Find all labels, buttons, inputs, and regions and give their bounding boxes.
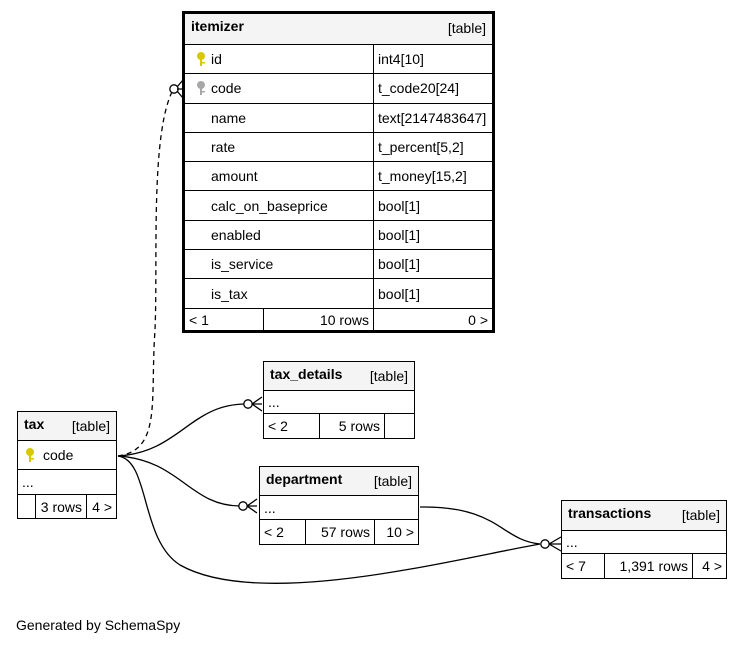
parents-link[interactable]: < 2 bbox=[264, 524, 284, 540]
row-count: 3 rows bbox=[35, 495, 86, 518]
parents-link[interactable]: < 2 bbox=[268, 418, 288, 434]
table-name[interactable]: transactions bbox=[568, 505, 652, 521]
column-name: amount bbox=[211, 168, 258, 185]
tax-details-table[interactable]: tax_details [table] ... < 2 5 rows bbox=[263, 361, 415, 439]
column-name: name bbox=[211, 109, 247, 126]
column-datatype: t_code20[24] bbox=[373, 74, 492, 103]
column-datatype: bool[1] bbox=[373, 191, 492, 220]
department-table[interactable]: department [table] ... < 2 57 rows 10 > bbox=[259, 466, 419, 545]
relationship-end-circle bbox=[238, 501, 248, 511]
table-footer: < 7 1,391 rows 4 > bbox=[562, 554, 726, 578]
column-row[interactable]: id int4[10] bbox=[185, 45, 492, 75]
more-columns-indicator: ... bbox=[566, 534, 578, 550]
parents-link[interactable]: < 1 bbox=[189, 312, 209, 329]
ellipsis-row: ... bbox=[264, 391, 414, 414]
column-row[interactable]: amount t_money[15,2] bbox=[185, 162, 492, 192]
relationship-end-circle bbox=[169, 84, 179, 94]
children-link[interactable] bbox=[384, 414, 414, 438]
column-row[interactable]: name text[2147483647] bbox=[185, 103, 492, 133]
column-datatype: bool[1] bbox=[373, 250, 492, 279]
relationship-line-tax-transactions bbox=[117, 455, 541, 584]
row-count: 10 rows bbox=[263, 308, 373, 332]
children-link[interactable]: 4 > bbox=[692, 554, 726, 578]
column-list: id int4[10] code t_code20[24]name text[21474… bbox=[185, 45, 492, 309]
key-icon bbox=[195, 74, 207, 102]
relationship-line-tax-itemizer bbox=[117, 87, 175, 457]
parents-link[interactable]: < 7 bbox=[566, 558, 586, 574]
table-type: [table] bbox=[369, 368, 408, 384]
table-header: tax [table] bbox=[18, 412, 116, 441]
column-datatype: int4[10] bbox=[373, 45, 492, 74]
transactions-table[interactable]: transactions [table] ... < 7 1,391 rows … bbox=[561, 500, 727, 579]
table-type: [table] bbox=[447, 20, 486, 36]
table-footer: < 2 5 rows bbox=[264, 414, 414, 438]
table-footer: < 1 10 rows 0 > bbox=[185, 308, 492, 332]
more-columns-indicator: ... bbox=[268, 394, 280, 410]
column-datatype: t_money[15,2] bbox=[373, 162, 492, 191]
column-row[interactable]: code t_code20[24] bbox=[185, 74, 492, 104]
table-type: [table] bbox=[681, 507, 720, 523]
column-row[interactable]: is_service bool[1] bbox=[185, 250, 492, 280]
column-name: is_tax bbox=[211, 285, 248, 302]
relationship-line-tax-tax-details bbox=[117, 403, 247, 457]
relationship-crowfoot bbox=[251, 396, 263, 412]
row-count: 1,391 rows bbox=[604, 554, 692, 578]
relationship-end-circle bbox=[540, 539, 550, 549]
relationship-line-tax-department bbox=[117, 455, 241, 507]
table-header: transactions [table] bbox=[562, 501, 726, 531]
table-footer: 3 rows 4 > bbox=[18, 495, 116, 518]
table-name[interactable]: tax bbox=[24, 416, 45, 432]
children-link[interactable]: 4 > bbox=[86, 495, 116, 518]
credit-text: Generated by SchemaSpy bbox=[16, 617, 181, 633]
relationship-end-circle bbox=[243, 399, 253, 409]
column-datatype: text[2147483647] bbox=[373, 103, 492, 132]
column-row[interactable]: code bbox=[18, 441, 116, 470]
column-name: rate bbox=[211, 139, 236, 156]
table-footer: < 2 57 rows 10 > bbox=[260, 520, 418, 544]
ellipsis-row: ... bbox=[562, 531, 726, 554]
ellipsis-row: ... bbox=[18, 470, 116, 495]
tax-table[interactable]: tax [table] code ... 3 rows 4 > bbox=[17, 411, 117, 519]
column-name: is_service bbox=[211, 256, 274, 273]
table-header: tax_details [table] bbox=[264, 362, 414, 391]
column-name: id bbox=[211, 51, 222, 68]
itemizer-table[interactable]: itemizer [table] id int4[10] code t_code20[… bbox=[182, 11, 495, 333]
column-datatype: bool[1] bbox=[373, 279, 492, 308]
children-link[interactable]: 0 > bbox=[373, 308, 492, 332]
more-columns-indicator: ... bbox=[22, 474, 34, 490]
column-datatype: t_percent[5,2] bbox=[373, 132, 492, 162]
relationship-crowfoot bbox=[548, 536, 562, 552]
relationship-line-department-transactions bbox=[419, 506, 541, 545]
column-row[interactable]: is_tax bool[1] bbox=[185, 279, 492, 309]
ellipsis-row: ... bbox=[260, 496, 418, 520]
table-type: [table] bbox=[373, 473, 412, 489]
column-name: calc_on_baseprice bbox=[211, 197, 328, 214]
row-count: 57 rows bbox=[305, 520, 374, 544]
more-columns-indicator: ... bbox=[264, 499, 276, 516]
column-datatype: bool[1] bbox=[373, 220, 492, 250]
table-type: [table] bbox=[71, 418, 110, 434]
key-icon bbox=[24, 441, 36, 469]
column-row[interactable]: rate t_percent[5,2] bbox=[185, 132, 492, 163]
column-name: enabled bbox=[211, 226, 261, 243]
row-count: 5 rows bbox=[319, 414, 384, 438]
table-name[interactable]: tax_details bbox=[270, 366, 343, 382]
parents-link[interactable] bbox=[18, 495, 36, 518]
relationship-crowfoot bbox=[246, 498, 258, 514]
column-name: code bbox=[43, 447, 74, 463]
table-name[interactable]: department bbox=[266, 471, 343, 487]
table-header: itemizer [table] bbox=[185, 14, 492, 45]
key-icon bbox=[195, 45, 207, 73]
column-row[interactable]: calc_on_baseprice bool[1] bbox=[185, 191, 492, 221]
column-row[interactable]: enabled bool[1] bbox=[185, 220, 492, 251]
table-name[interactable]: itemizer bbox=[191, 18, 244, 34]
children-link[interactable]: 10 > bbox=[374, 520, 418, 544]
column-name: code bbox=[211, 80, 242, 97]
table-header: department [table] bbox=[260, 467, 418, 496]
